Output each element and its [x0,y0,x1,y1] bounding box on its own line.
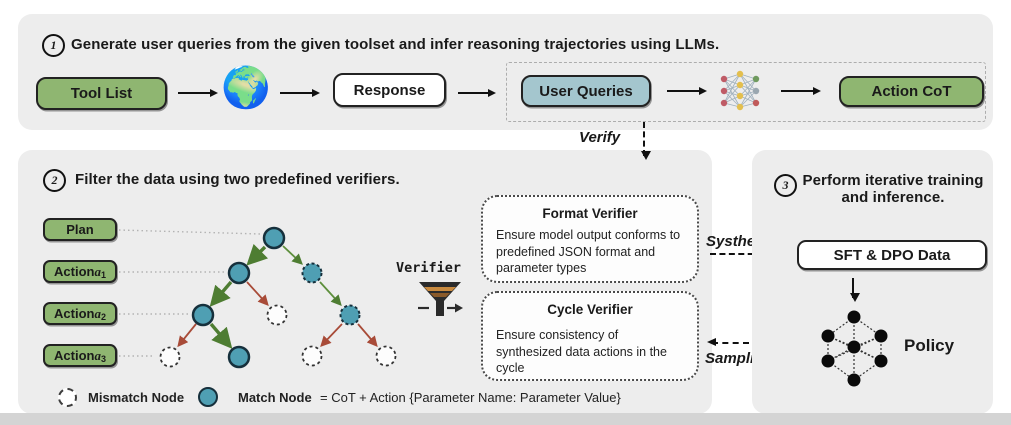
step2-number-badge: 2 [43,169,66,192]
panel-step1: 1 Generate user queries from the given t… [18,14,993,130]
step1-number-badge: 1 [42,34,65,57]
step1-title: Generate user queries from the given too… [71,36,720,53]
arrow-globe-to-response [280,89,320,97]
legend-mismatch-node-icon [58,388,77,407]
step1-number: 1 [50,38,57,52]
action-cot-label: Action CoT [871,83,952,100]
query-cot-group: User Queries [506,62,986,122]
cycle-verifier-body: Ensure consistency of synthesized data a… [496,328,667,375]
step2-number: 2 [51,173,58,187]
arrow-llm-to-cot [781,87,821,95]
response-label: Response [353,81,426,99]
tool-list-box: Tool List [36,77,167,110]
format-verifier-title: Format Verifier [542,206,638,221]
step3-number: 3 [782,178,789,192]
tree-label-plan: Plan [43,218,117,241]
legend-match-formula: = CoT + Action {Parameter Name: Paramete… [320,390,621,405]
arrow-queries-to-llm [667,87,707,95]
llm-network-icon [720,70,760,111]
response-box: Response [333,73,446,107]
tool-list-label: Tool List [70,85,133,102]
policy-network-icon [821,310,888,387]
sft-dpo-label: SFT & DPO Data [833,246,951,264]
cycle-verifier-title: Cycle Verifier [547,302,633,317]
mismatch-nodes [159,304,397,368]
bottom-edge-strip [0,413,1011,425]
user-queries-box: User Queries [521,75,651,107]
format-verifier-box: Format Verifier Ensure model output conf… [481,195,699,283]
step3-title-line1: Perform iterative training [802,172,984,189]
cycle-verifier-box: Cycle Verifier Ensure consistency of syn… [481,291,699,381]
legend-match-label: Match Node [238,390,312,405]
action-cot-box: Action CoT [839,76,984,107]
user-queries-label: User Queries [539,82,633,100]
arrow-toollist-to-globe [178,89,218,97]
verify-label: Verify [579,129,621,146]
match-nodes-dashed [301,262,361,326]
verify-arrow [641,122,651,160]
sft-dpo-box: SFT & DPO Data [797,240,987,270]
format-verifier-body: Ensure model output conforms to predefin… [496,228,681,275]
funnel-icon [418,282,463,316]
step3-number-badge: 3 [774,174,797,197]
arrow-sft-to-policy [850,278,860,302]
sampling-arrow [707,338,780,346]
panel-step2: 2 Filter the data using two predefined v… [18,150,712,414]
search-tree-graphic [118,226,397,369]
verifier-label: Verifier [396,260,462,276]
panel-step3: 3 Perform iterative training and inferen… [752,150,993,414]
globe-icon: 🌍 [221,66,271,110]
legend-mismatch-label: Mismatch Node [88,390,185,405]
step3-title: Perform iterative training and inference… [800,172,986,206]
legend-match-node-icon [198,387,218,407]
step2-title: Filter the data using two predefined ver… [75,171,400,188]
policy-label: Policy [904,336,955,355]
match-nodes [191,226,286,369]
step3-title-line2: and inference. [841,189,945,206]
arrow-response-to-queries [458,89,496,97]
